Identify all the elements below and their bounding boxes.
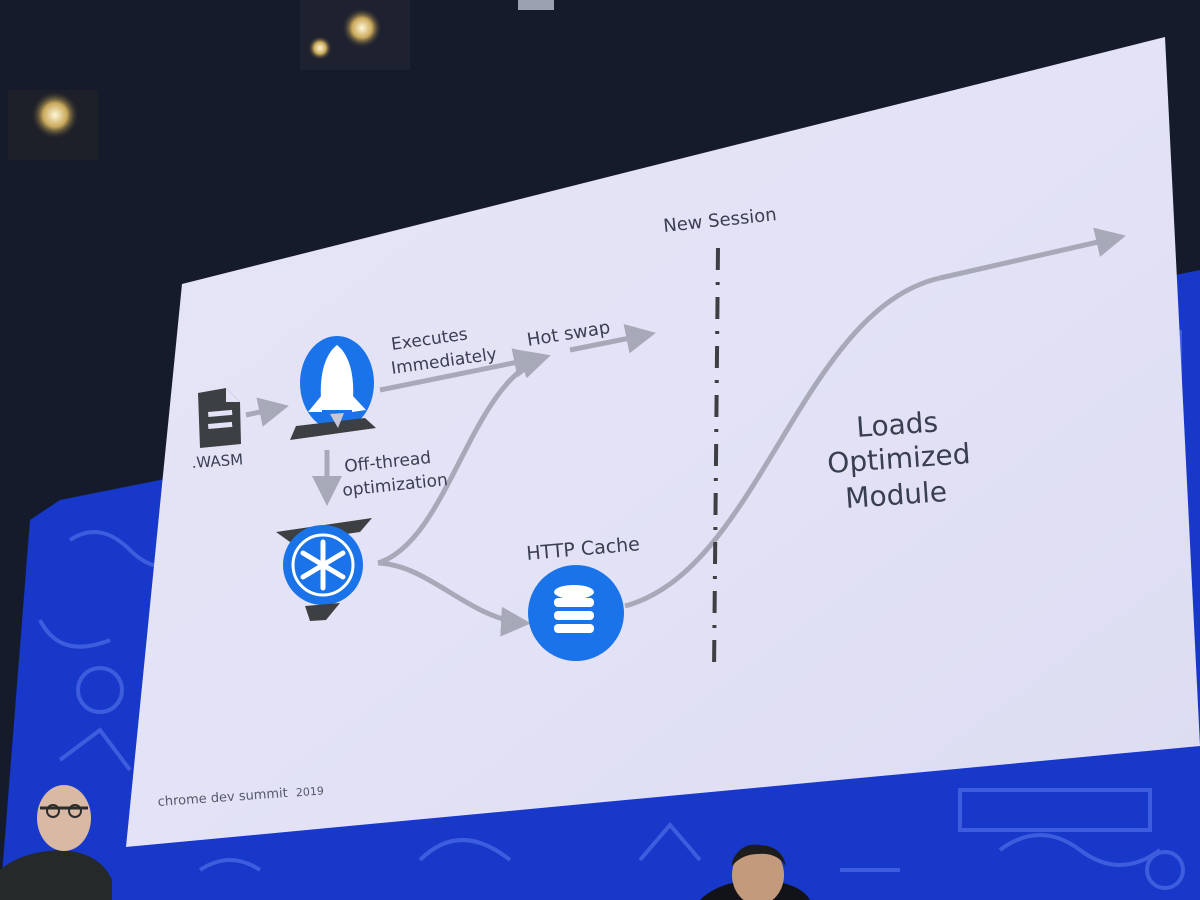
- flow-arrows: [245, 227, 1126, 637]
- wasm-label: .WASM: [191, 450, 244, 472]
- wasm-file-icon: [198, 388, 241, 448]
- arrow-executes: [379, 348, 544, 393]
- arrow-wasm-to-liftoff: [245, 397, 289, 427]
- slide-screen: [126, 37, 1200, 847]
- loads-label-line3: Module: [844, 475, 948, 515]
- arrow-hot-swap: [569, 323, 656, 354]
- turbofan-icon: [276, 518, 372, 621]
- loads-label-line1: Loads: [855, 405, 939, 444]
- audience-person: [700, 844, 810, 900]
- database-icon: [528, 565, 624, 661]
- new-session-divider: [712, 247, 720, 673]
- arrow-loads-module: [939, 227, 1126, 281]
- curve-cache-to-session: [624, 275, 941, 609]
- speaker-left: [0, 785, 112, 900]
- rocket-icon: [290, 336, 376, 440]
- stage-lights: [8, 0, 554, 160]
- arrow-optimizer-to-cache: [377, 560, 531, 637]
- footer-year: 2019: [295, 784, 324, 799]
- arrow-optimizer-to-hotswap: [377, 349, 551, 566]
